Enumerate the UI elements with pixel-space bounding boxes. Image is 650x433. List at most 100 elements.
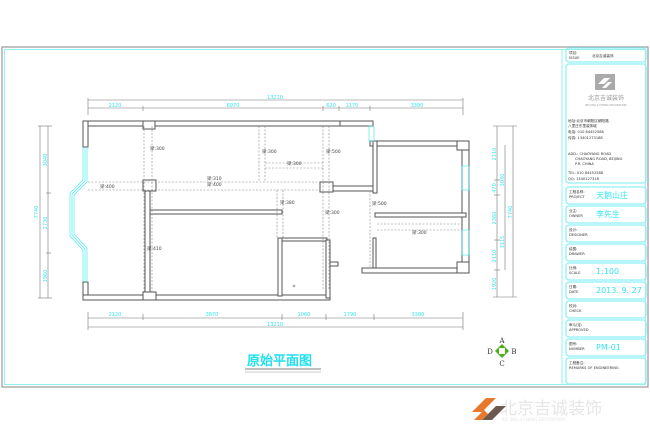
dim-label: 3115 [500, 236, 506, 249]
beam-label: 梁:300 [412, 229, 427, 236]
address-en: P.R. CHINA [575, 162, 594, 166]
compass-d: D [487, 348, 493, 356]
dim-label: 470 [492, 183, 498, 193]
phone: 电话: 010 84452588 [568, 129, 605, 134]
address-en: CHAOYANG ROAD, BEIJING [575, 157, 623, 161]
top-dimensions: 13210 2120 6970 620 1170 3300 [87, 95, 464, 115]
title-block-cell [565, 243, 647, 262]
compass-icon: A B C D [487, 337, 516, 368]
beam-label: 梁:380 [280, 199, 295, 206]
row-label: 比例: [569, 265, 577, 270]
issue-value: 北京吉诚装饰 [592, 53, 614, 58]
dim-bottom-total: 13210 [267, 322, 283, 328]
row-value: 1:100 [596, 267, 619, 276]
company-name: 北京吉诚装饰 [588, 94, 624, 102]
beam-label: 梁:500 [372, 200, 387, 207]
row-label: 工程备注: [569, 360, 585, 365]
dim-label: 1060 [298, 312, 311, 318]
company-logo-icon [595, 74, 615, 90]
issue-label-en: ISSUE [569, 56, 580, 60]
beam-label: 梁:400 [207, 181, 222, 188]
row-label: 审/认定: [569, 322, 582, 327]
dim-label: 3300 [411, 103, 424, 109]
beam-label: 梁:400 [100, 183, 115, 190]
company-name-en: BEI JING JI CHENG DECORATION [586, 103, 627, 107]
beam-label: 梁:300 [287, 160, 302, 167]
dim-top-total: 13210 [267, 95, 283, 101]
beam-label: 梁:310 [207, 175, 222, 182]
row-label: 日期: [569, 284, 577, 289]
bottom-dimensions: 2120 3870 1060 1790 3300 13210 [87, 312, 464, 330]
title-block-cell [565, 357, 647, 385]
row-label: 图号: [569, 341, 577, 346]
watermark: 北京吉诚装饰 BEI JING JI CHENG DECORATION [472, 398, 602, 422]
row-label-en: PROJECT [569, 195, 585, 199]
row-label-en: DESIGNER [569, 233, 588, 237]
dim-label: 2120 [109, 103, 122, 109]
tel-en: TEL: 010 84452588 [567, 171, 604, 175]
compass-b: B [511, 348, 516, 356]
row-label-en: REMARKS OF ENGINEERING [569, 366, 619, 370]
beams: 梁:300 梁:300 梁:300 梁:500 梁:400 梁:310 梁:40… [88, 126, 462, 292]
dim-label: 1920 [492, 278, 498, 291]
title-block-cell [565, 205, 647, 224]
fax: 传真: 13401273188 [568, 135, 603, 140]
row-label-en: CHECK [569, 309, 582, 313]
beam-label: 梁:300 [325, 209, 340, 216]
dim-label: 2110 [492, 250, 498, 263]
windows [69, 125, 470, 282]
row-value: 天鹅山庄 [596, 190, 628, 200]
beam-label: 梁:300 [262, 148, 277, 155]
dim-label: 620 [326, 103, 336, 109]
title-block: 项目: ISSUE 北京吉诚装饰 北京吉诚装饰 BEI JING JI CHEN… [565, 47, 647, 184]
row-label: 设计: [569, 227, 577, 232]
watermark-text: 北京吉诚装饰 [500, 399, 602, 419]
row-label-en: APPROVED [569, 328, 589, 332]
dim-label: 3870 [206, 312, 219, 318]
dim-label: 2730 [43, 217, 49, 230]
title-block-cell [565, 319, 647, 338]
row-label-en: OWNER [569, 214, 583, 218]
row-label-en: DRAWER [569, 252, 585, 256]
dim-label: 3040 [43, 154, 49, 167]
dim-label: 2360 [492, 212, 498, 225]
qq: QQ: 1340127318 [568, 177, 600, 181]
address-en: ADD.: CHAOYANG ROAD [568, 152, 611, 156]
row-value: 李先生 [596, 209, 620, 219]
compass-a: A [498, 337, 505, 345]
row-label-en: NUMBER [569, 347, 585, 351]
beam-label: 梁:500 [326, 148, 341, 155]
dim-right-total: 7740 [508, 206, 514, 219]
dim-label: 1790 [344, 312, 357, 318]
sheet-border [1, 46, 649, 388]
left-dimensions: 7740 3040 2730 1960 [34, 125, 52, 299]
dim-label: 6970 [227, 103, 240, 109]
watermark-text-en: BEI JING JI CHENG DECORATION [502, 417, 565, 422]
issue-label: 项目: [569, 50, 577, 55]
row-value: PM-01 [596, 343, 621, 352]
row-label-en: DATE [569, 290, 579, 294]
drawing-title: 原始平面图 [247, 353, 312, 369]
row-value: 2013. 9. 27 [596, 286, 642, 295]
row-label: 工程名称: [569, 189, 585, 194]
dim-label: 2120 [109, 312, 122, 318]
dim-label: 1960 [43, 270, 49, 283]
address: 地址:北京市朝阳区朝阳路 [568, 118, 609, 123]
address: 八里庄东里装饰城 [568, 123, 597, 128]
title-block-cell [565, 300, 647, 319]
title-block-cell [565, 262, 647, 281]
compass-c: C [499, 360, 504, 368]
title-block-cell [565, 224, 647, 243]
row-label: 业主: [569, 208, 577, 213]
title-block-cell [565, 338, 647, 357]
row-label: 校对: [569, 303, 577, 308]
dim-label: 2110 [492, 148, 498, 161]
dim-label: 1170 [346, 103, 359, 109]
watermark-logo-icon [472, 398, 496, 412]
title-block-cell [565, 281, 647, 300]
row-label: 绘图: [569, 246, 577, 251]
dim-left-total: 7740 [34, 206, 40, 219]
beam-label: 梁:300 [150, 145, 165, 152]
